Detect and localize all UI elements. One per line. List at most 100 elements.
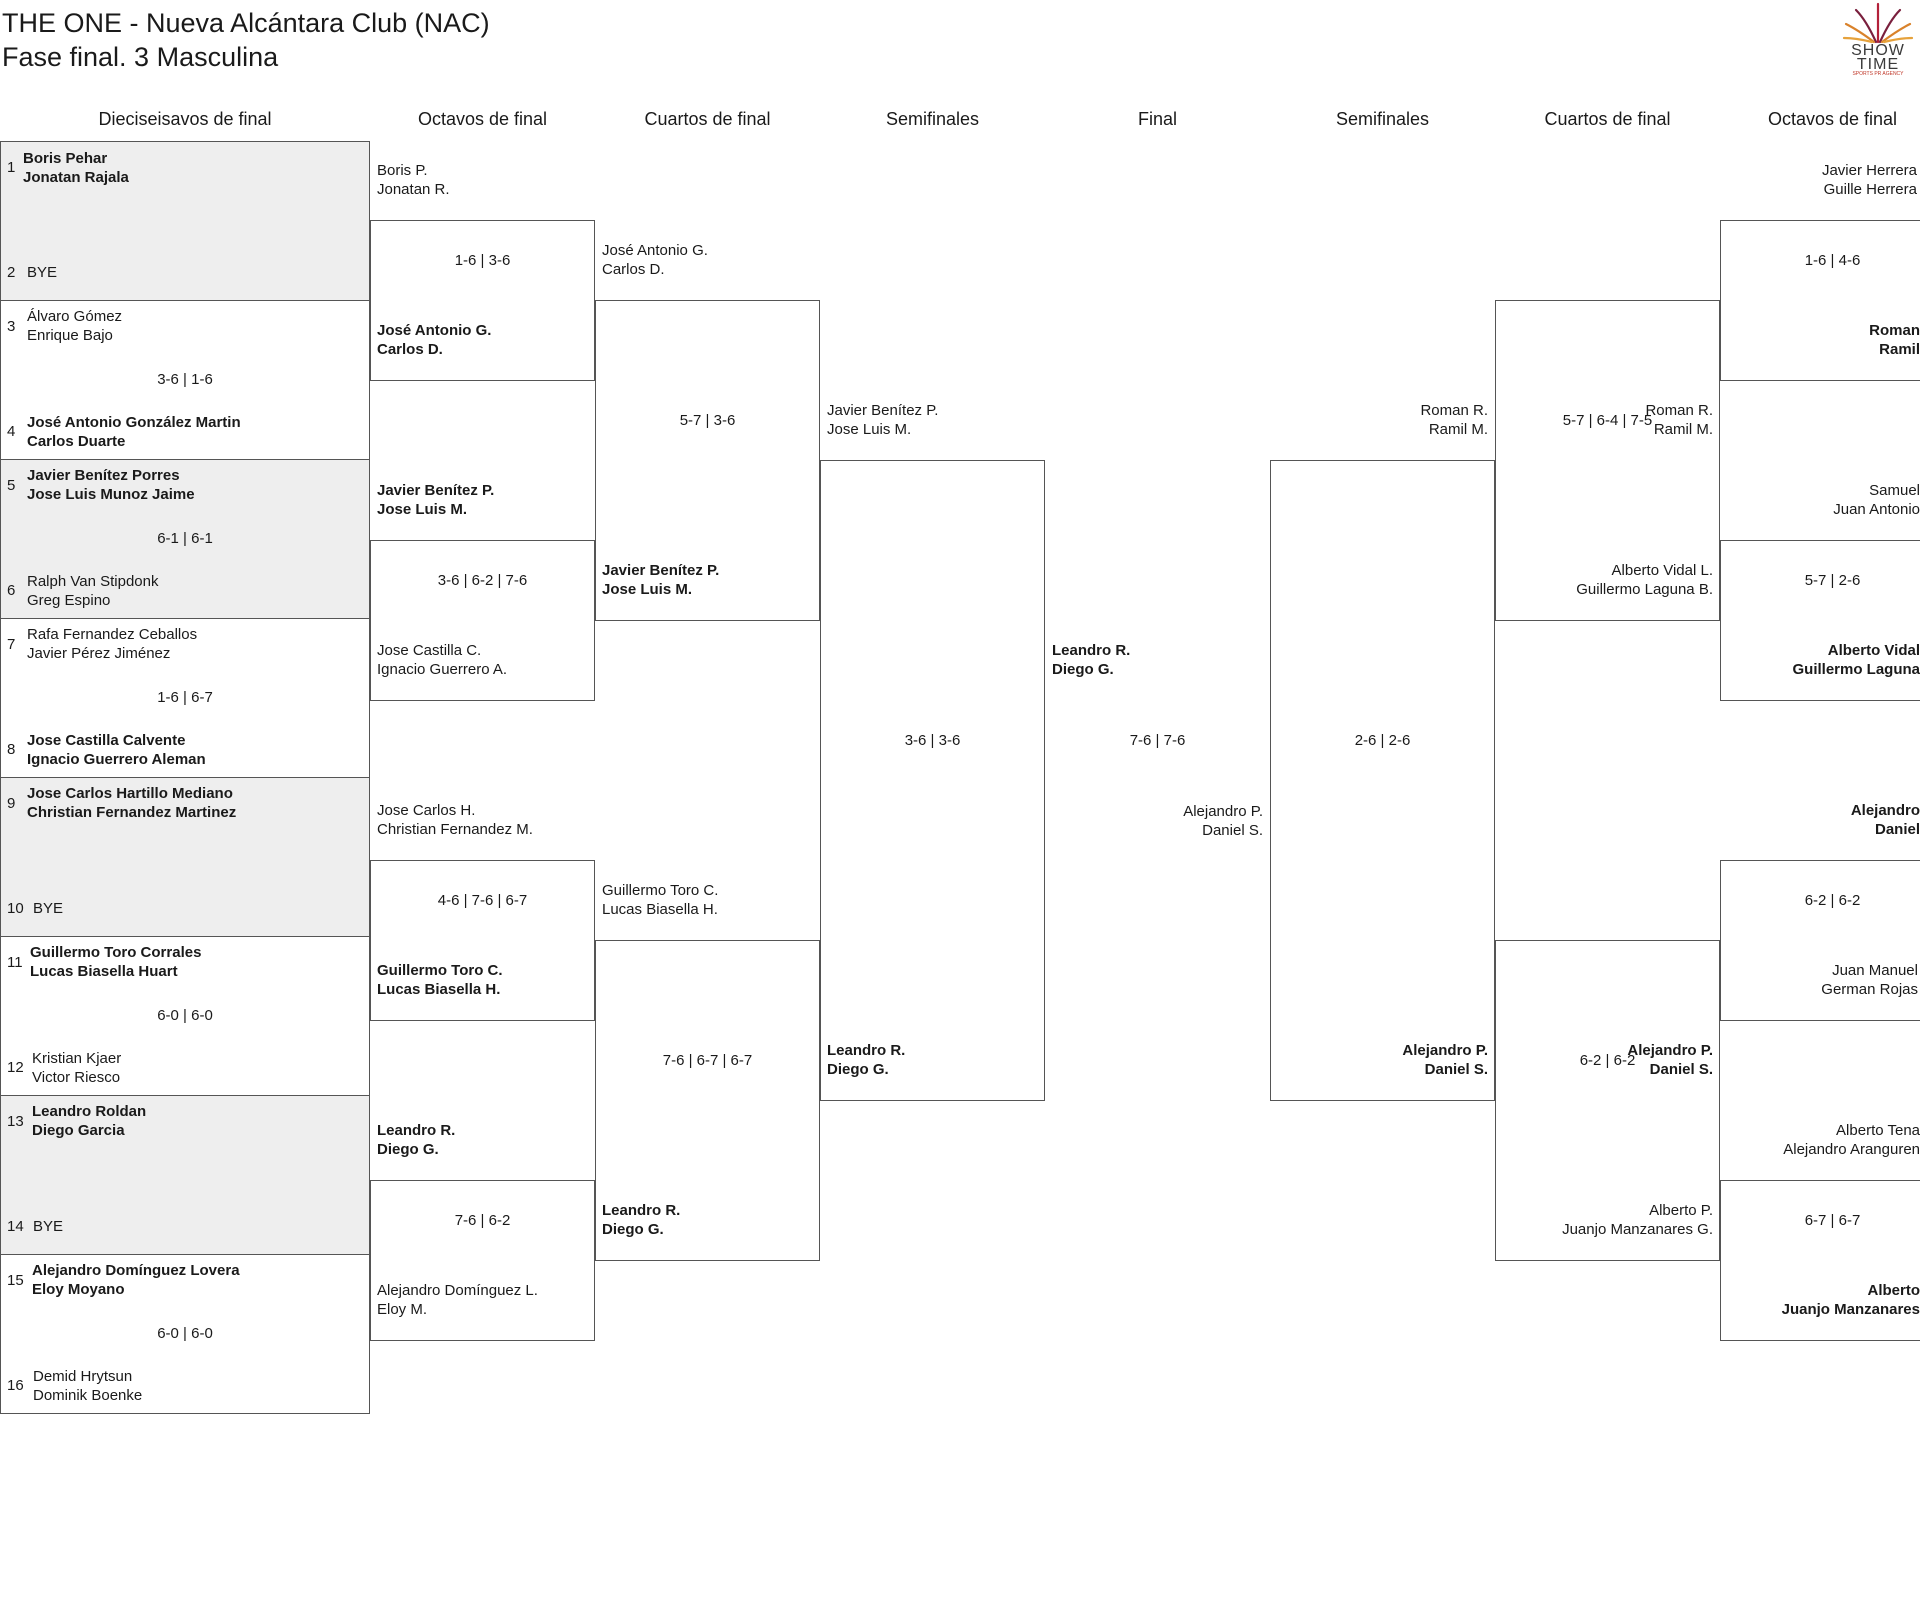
page-title: THE ONE - Nueva Alcántara Club (NAC) — [2, 8, 490, 38]
player-name: Roman R. — [1645, 402, 1713, 419]
player-name: Kristian Kjaer — [32, 1050, 122, 1067]
player-name: Alejandro P. — [1627, 1042, 1713, 1059]
player-name: Carlos D. — [377, 341, 443, 358]
column-header-sf: Semifinales — [885, 109, 980, 129]
player-name: Roman R. — [1420, 402, 1488, 419]
seed-number: 7 — [7, 636, 16, 653]
player-name: Diego G. — [827, 1061, 889, 1078]
player-name: Alejandro — [1850, 802, 1920, 819]
team-pair: Álvaro Gómez Enrique Bajo — [27, 307, 122, 345]
team-pair: Alejandro P. Daniel S. — [1495, 1041, 1713, 1079]
player-name: Samuel — [1869, 482, 1920, 499]
team-pair: Javier Benítez P. Jose Luis M. — [827, 401, 938, 439]
player-name: Jose Carlos H. — [377, 802, 476, 819]
team-pair: Jose Carlos H. Christian Fernandez M. — [377, 801, 533, 839]
player-name: Jose Carlos Hartillo Mediano — [27, 785, 233, 802]
match-score: 5-7 | 3-6 — [679, 412, 736, 429]
player-name: Ignacio Guerrero Aleman — [27, 751, 206, 768]
r16-match-4 — [370, 1180, 595, 1341]
player-name: Carlos D. — [602, 261, 665, 278]
team-pair: BYE — [33, 899, 63, 918]
column-header-r16: Octavos de final — [417, 109, 548, 129]
bye-label: BYE — [33, 1218, 64, 1235]
seed-number: 1 — [7, 159, 16, 176]
player-name: Juan Antonio — [1833, 501, 1920, 518]
team-pair: Alejandro Daniel — [1720, 801, 1920, 839]
column-header-sf-right: Semifinales — [1335, 109, 1430, 129]
player-name: Alejandro Domínguez L. — [377, 1282, 538, 1299]
seed-number: 8 — [7, 741, 16, 758]
r16-right-match-3 — [1720, 860, 1920, 1021]
player-name: Juanjo Manzanares G. — [1562, 1221, 1713, 1238]
page-subtitle: Fase final. 3 Masculina — [2, 42, 279, 72]
r16-match-3 — [370, 860, 595, 1021]
player-name: Javier Benítez P. — [602, 562, 720, 579]
player-name: Alejandro P. — [1183, 803, 1263, 820]
player-name: Ramil — [1879, 341, 1920, 358]
bye-label: BYE — [27, 264, 58, 281]
qf-right-match-2 — [1495, 940, 1720, 1261]
player-name: Alejandro Aranguren — [1783, 1141, 1920, 1158]
player-name: José Antonio G. — [602, 242, 708, 259]
player-name: Jonatan Rajala — [23, 169, 129, 186]
player-name: Jose Castilla Calvente — [27, 732, 186, 749]
team-pair: Juan Manuel German Rojas — [1720, 961, 1918, 999]
player-name: Jose Luis M. — [377, 501, 468, 518]
player-name: Jose Luis Munoz Jaime — [27, 486, 195, 503]
player-name: José Antonio González Martin — [27, 414, 241, 431]
player-name: Eloy Moyano — [32, 1281, 125, 1298]
team-pair: Alejandro Domínguez Lovera Eloy Moyano — [32, 1261, 240, 1299]
team-pair: Alejandro P. Daniel S. — [1270, 1041, 1488, 1079]
player-name: Daniel S. — [1424, 1061, 1488, 1078]
player-name: Diego Garcia — [32, 1122, 125, 1139]
firework-icon — [1842, 2, 1914, 44]
match-score: 3-6 | 6-2 | 7-6 — [437, 572, 528, 589]
team-pair: Alberto Vidal L. Guillermo Laguna B. — [1495, 561, 1713, 599]
seed-number: 6 — [7, 582, 16, 599]
player-name: Carlos Duarte — [27, 433, 126, 450]
r16-right-match-4 — [1720, 1180, 1920, 1341]
column-header-r32: Dieciseisavos de final — [98, 109, 272, 129]
qf-right-match-1 — [1495, 300, 1720, 621]
seed-number: 16 — [7, 1377, 24, 1394]
team-pair: Alejandro Domínguez L. Eloy M. — [377, 1281, 538, 1319]
team-pair: Guillermo Toro C. Lucas Biasella H. — [377, 961, 503, 999]
team-pair: Leandro R. Diego G. — [602, 1201, 680, 1239]
player-name: Diego G. — [1052, 661, 1114, 678]
showtime-logo: SHOW TIME SPORTS PR AGENCY — [1836, 0, 1920, 82]
player-name: Lucas Biasella Huart — [30, 963, 178, 980]
player-name: Jose Castilla C. — [377, 642, 482, 659]
logo-word-show: SHOW — [1851, 42, 1905, 59]
seed-number: 13 — [7, 1113, 24, 1130]
logo-word-time: TIME — [1856, 56, 1900, 73]
team-pair: Javier Benítez Porres Jose Luis Munoz Ja… — [27, 466, 195, 504]
team-pair: Alberto P. Juanjo Manzanares G. — [1495, 1201, 1713, 1239]
player-name: German Rojas — [1821, 981, 1918, 998]
team-pair: Roman Ramil — [1720, 321, 1920, 359]
player-name: Diego G. — [602, 1221, 664, 1238]
match-score: 6-1 | 6-1 — [157, 530, 213, 547]
player-name: Ramil M. — [1653, 421, 1713, 438]
player-name: Boris P. — [377, 162, 428, 179]
player-name: Alberto Vidal — [1827, 642, 1920, 659]
player-name: Ignacio Guerrero A. — [377, 661, 508, 678]
player-name: Leandro R. — [827, 1042, 906, 1059]
team-pair: Javier Herrera Guille Herrera — [1720, 161, 1917, 199]
seed-number: 15 — [7, 1272, 24, 1289]
match-score: 7-6 | 6-2 — [454, 1212, 511, 1229]
seed-number: 14 — [7, 1218, 24, 1235]
seed-number: 10 — [7, 900, 24, 917]
player-name: Leandro R. — [377, 1122, 456, 1139]
player-name: Demid Hrytsun — [33, 1368, 133, 1385]
r16-match-1 — [370, 220, 595, 381]
seed-number: 11 — [7, 954, 23, 971]
team-pair: Javier Benítez P. Jose Luis M. — [377, 481, 494, 519]
team-pair: Leandro Roldan Diego Garcia — [32, 1102, 146, 1140]
sf-match-right — [1270, 460, 1495, 1101]
player-name: Jonatan R. — [377, 181, 450, 198]
match-score: 2-6 | 2-6 — [1354, 732, 1411, 749]
team-pair: José Antonio González Martin Carlos Duar… — [27, 413, 241, 451]
player-name: Alberto P. — [1649, 1202, 1713, 1219]
player-name: Guillermo Toro C. — [377, 962, 503, 979]
